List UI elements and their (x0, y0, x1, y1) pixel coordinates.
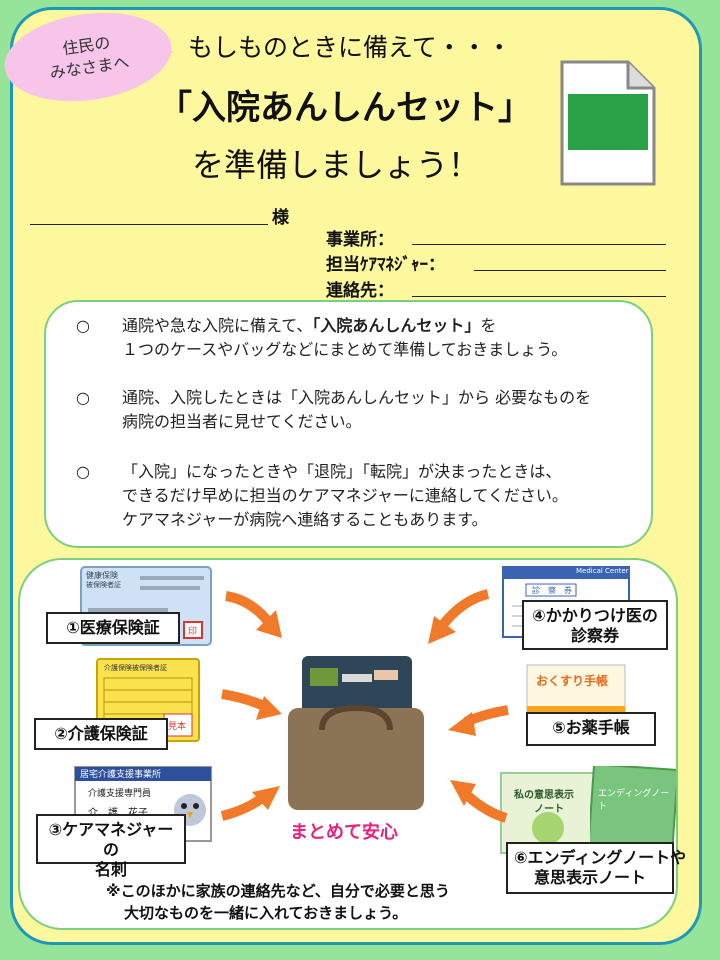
bubble-line2: みなさまへ (48, 52, 131, 83)
notice-1-post: を (480, 316, 497, 335)
clinic-card-title: 診 察 券 (532, 586, 572, 595)
item-label-ending-note: ⑥エンディングノートや 意思表示ノート (506, 842, 686, 894)
business-card-role: 介護支援専門員 (88, 789, 152, 799)
center-caption: まとめて安心 (290, 822, 398, 843)
item4-line2: 診察券 (570, 626, 619, 645)
item-label-care-insurance: ②介護保険証 (34, 718, 168, 750)
arrow-icon-4 (416, 586, 492, 650)
notice-item-3: ○ 「入院」になったときや「退院」「転院」が決まったときは、 できるだけ早めに担… (76, 460, 636, 534)
business-card-name: 介 護 花子 (88, 804, 148, 819)
ending-note-image: エンディングノート (590, 766, 676, 854)
item-label-clinic-card: ④かかりつけ医の 診察券 (522, 600, 668, 650)
intention-note-line2: ノート (534, 804, 564, 815)
item-label-medical-insurance: ①医療保険証 (46, 612, 180, 644)
clinic-card-header: Medical Center (576, 567, 629, 575)
bullet-circle-icon: ○ (76, 388, 90, 407)
notice-2-line2: 病院の担当者に見せてください。 (122, 412, 362, 431)
arrow-icon-5 (442, 702, 512, 742)
notice-item-2: ○ 通院、入院したときは「入院あんしんセット」から 必要なものを 病院の担当者に… (76, 386, 636, 436)
ending-note-title: エンディングノート (598, 789, 670, 812)
title-line3: を準備しましょう！ (192, 146, 481, 184)
item6-line2: 意思表示ノート (533, 868, 646, 887)
item3-line2: 名刺 (94, 860, 127, 879)
item6-line1: ⑥エンディングノートや (514, 848, 687, 867)
bullet-circle-icon: ○ (76, 462, 90, 481)
notice-1-pre: 通院や急な入院に備えて、 (122, 316, 313, 335)
arrow-icon-2 (220, 686, 286, 726)
contact-line[interactable] (412, 296, 666, 297)
bullet-circle-icon: ○ (76, 316, 90, 335)
care-manager-label: 担当ｹｱﾏﾈｼﾞｬｰ： (326, 255, 445, 275)
notice-3-line3: ケアマネジャーが病院へ連絡することもあります。 (122, 510, 488, 529)
notice-3-line1: 「入院」になったときや「退院」「転院」が決まったときは、 (122, 462, 562, 481)
intention-note-image: 私の意思表示 ノート (500, 772, 596, 854)
care-manager-line[interactable] (474, 270, 666, 271)
notice-1-line2: １つのケースやバッグなどにまとめて準備しておきましょう。 (122, 340, 568, 359)
footnote-line1: ※このほかに家族の連絡先など、自分で必要と思う (106, 882, 450, 900)
health-card-stamp: 印 (188, 627, 198, 637)
item-label-medicine-notebook: ⑤お薬手帳 (526, 712, 656, 746)
business-card-office: 居宅介護支援事業所 (80, 770, 162, 780)
item-label-care-manager-card: ③ケアマネジャーの 名刺 (36, 814, 186, 879)
care-card-stamp: 見本 (168, 722, 187, 732)
notice-3-line2: できるだけ早めに担当のケアマネジャーに連絡してください。 (122, 486, 568, 505)
bag-illustration (282, 650, 430, 812)
title-line2: 「入院あんしんセット」 (158, 88, 532, 128)
item3-line1: ③ケアマネジャーの (48, 820, 174, 859)
honorific-sama: 様 (272, 208, 289, 228)
notice-2-line1: 通院、入院したときは「入院あんしんセット」から 必要なものを (122, 388, 592, 407)
health-card-sub: 被保険者証 (86, 581, 121, 589)
arrow-icon-3 (218, 780, 284, 824)
medicine-notebook-title: おくすり手帳 (536, 674, 609, 688)
intention-note-line1: 私の意思表示 (514, 790, 574, 801)
office-label: 事業所： (326, 230, 394, 250)
recipient-name-line[interactable] (30, 224, 268, 225)
title-line1: もしものときに備えて・・・ (188, 33, 512, 62)
notice-1-bold: 「入院あんしんセット」 (312, 316, 481, 335)
office-line[interactable] (412, 244, 666, 245)
item4-line1: ④かかりつけ医の (532, 606, 658, 625)
footnote-line2: 大切なものを一緒に入れておきましょう。 (124, 904, 408, 922)
arrow-icon-1 (222, 586, 292, 646)
care-card-title: 介護保険被保険者証 (104, 664, 167, 672)
notice-box: ○ 通院や急な入院に備えて、「入院あんしんセット」を １つのケースやバッグなどに… (44, 300, 653, 548)
arrow-icon-6 (442, 774, 510, 824)
health-card-title: 健康保険 (86, 571, 118, 580)
notice-item-1: ○ 通院や急な入院に備えて、「入院あんしんセット」を １つのケースやバッグなどに… (76, 314, 636, 364)
document-icon (554, 58, 658, 188)
footnote: ※このほかに家族の連絡先など、自分で必要と思う 大切なものを一緒に入れておきまし… (106, 880, 450, 924)
contact-label: 連絡先： (326, 281, 394, 301)
